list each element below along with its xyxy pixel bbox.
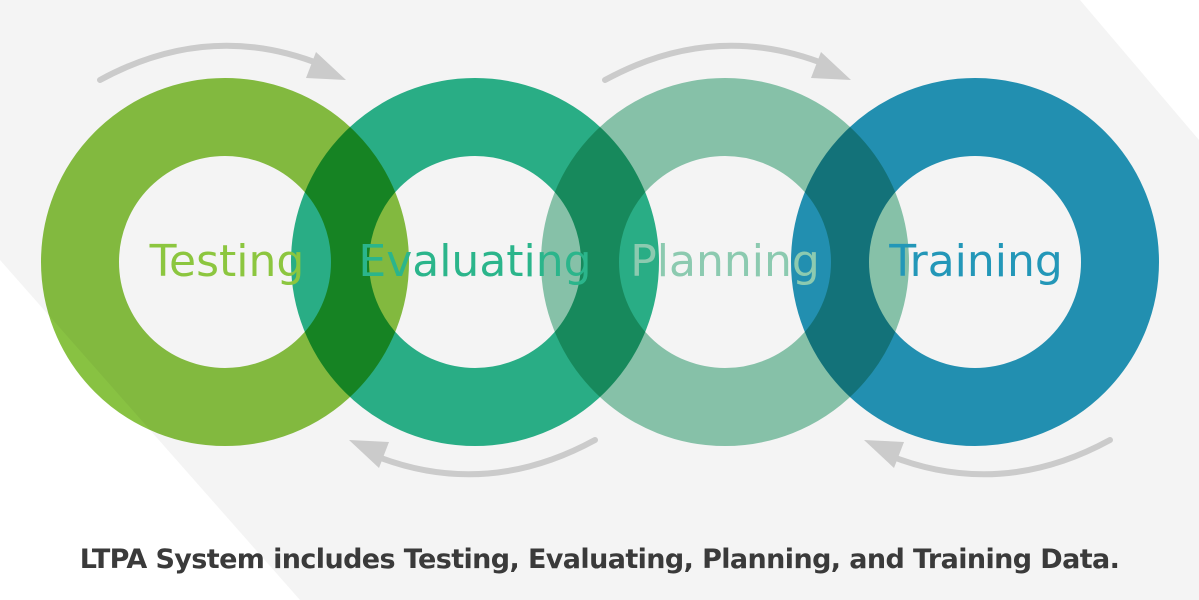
- arrow-bottom-right: [864, 437, 1113, 478]
- arrow-curve-icon: [97, 42, 325, 83]
- arrow-head-icon: [864, 440, 904, 468]
- arrow-head-icon: [811, 52, 851, 80]
- ring-training: [791, 78, 1159, 446]
- ring-group: [41, 78, 1159, 446]
- arrow-top-left: [97, 42, 346, 83]
- label-evaluating: Evaluating: [358, 236, 591, 287]
- ring-evaluating: [291, 78, 659, 446]
- arrow-top-right: [602, 42, 851, 83]
- label-testing: Testing: [149, 236, 305, 287]
- arrow-head-icon: [306, 52, 346, 80]
- label-planning: Planning: [630, 236, 820, 287]
- arrow-head-icon: [349, 440, 389, 468]
- label-training: Training: [888, 236, 1063, 287]
- caption-text: LTPA System includes Testing, Evaluating…: [79, 544, 1120, 575]
- ring-planning: [541, 78, 909, 446]
- arrow-bottom-left: [349, 437, 598, 478]
- ring-testing: [41, 78, 409, 446]
- arrow-curve-icon: [370, 437, 598, 478]
- arrow-curve-icon: [885, 437, 1113, 478]
- arrow-curve-icon: [602, 42, 830, 83]
